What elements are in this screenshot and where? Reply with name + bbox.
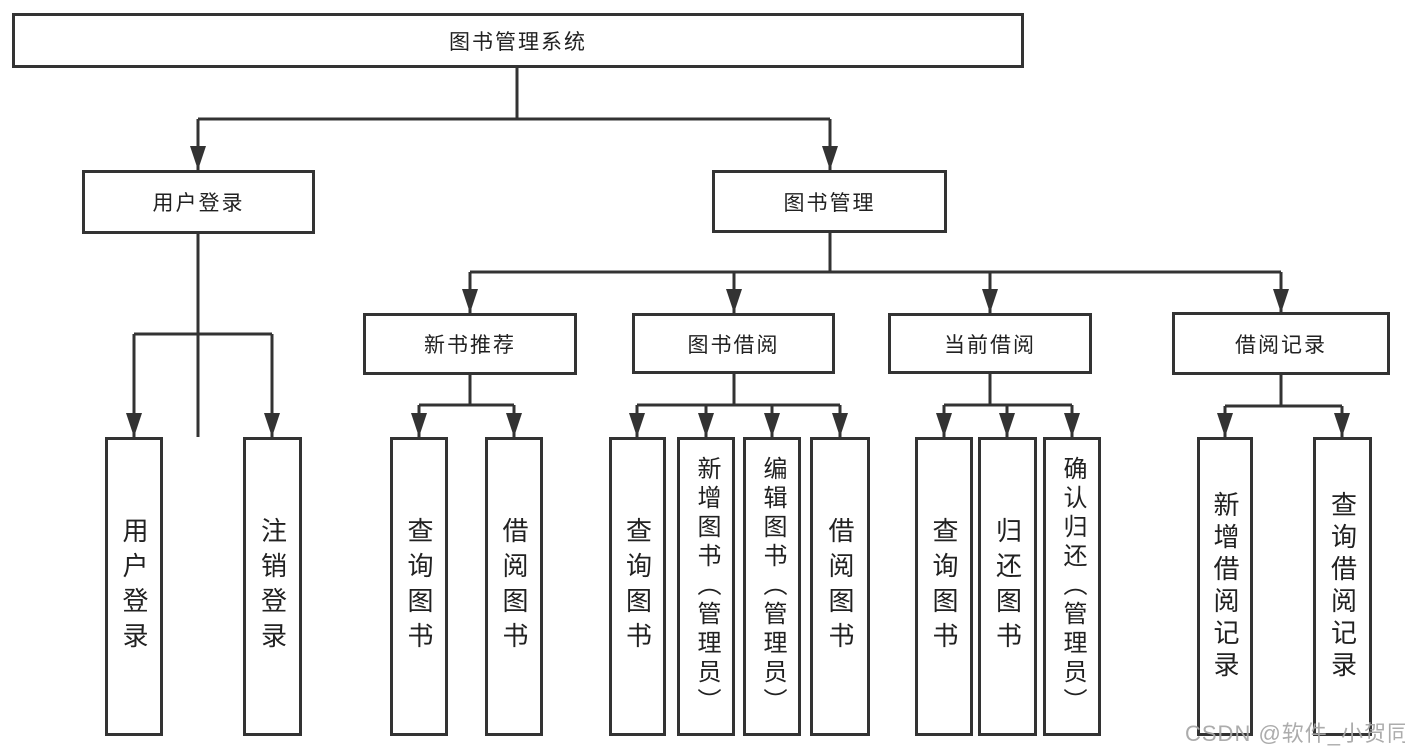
- node-label: 查询图书: [929, 516, 959, 657]
- node-edit-books-admin: 编辑图书（管理员）: [743, 437, 801, 736]
- node-root: 图书管理系统: [12, 13, 1024, 68]
- arrowhead: [506, 413, 522, 437]
- arrowhead: [126, 413, 142, 437]
- node-label: 新增图书（管理员）: [693, 456, 720, 717]
- edge-new-book-recommend-to-children: [411, 375, 522, 437]
- node-borrow-records: 借阅记录: [1172, 312, 1390, 375]
- node-label: 确认归还（管理员）: [1059, 456, 1086, 717]
- node-book-management: 图书管理: [712, 170, 947, 233]
- node-query-books-recommend: 查询图书: [390, 437, 448, 736]
- edge-user-login-to-children: [126, 234, 280, 437]
- watermark: CSDN @软件_小贺同学: [1185, 721, 1405, 746]
- node-query-books-borrow: 查询图书: [609, 437, 666, 736]
- node-borrow-books-recommend: 借阅图书: [485, 437, 543, 736]
- node-add-books-admin: 新增图书（管理员）: [677, 437, 735, 736]
- node-return-books: 归还图书: [978, 437, 1037, 736]
- node-label: 借阅图书: [825, 516, 855, 657]
- arrowhead: [264, 413, 280, 437]
- node-label: 新增借阅记录: [1210, 490, 1240, 683]
- arrowhead: [1273, 289, 1289, 313]
- arrowhead: [462, 289, 478, 313]
- node-label: 编辑图书（管理员）: [759, 456, 786, 717]
- arrowhead: [999, 413, 1015, 437]
- edge-root-to-children: [190, 68, 838, 437]
- arrowhead: [190, 146, 206, 170]
- arrowhead: [822, 146, 838, 170]
- arrowhead: [411, 413, 427, 437]
- node-logout-leaf: 注销登录: [243, 437, 302, 736]
- node-new-book-recommend: 新书推荐: [363, 313, 577, 375]
- arrowhead: [1334, 413, 1350, 437]
- node-add-borrow-record: 新增借阅记录: [1197, 437, 1253, 736]
- node-label: 查询图书: [404, 516, 434, 657]
- node-confirm-return-admin: 确认归还（管理员）: [1043, 437, 1101, 736]
- arrowhead: [629, 413, 645, 437]
- arrowhead: [698, 413, 714, 437]
- node-book-borrow: 图书借阅: [632, 313, 835, 374]
- arrowhead: [1064, 413, 1080, 437]
- node-label: 注销登录: [257, 516, 288, 657]
- arrowhead: [1217, 413, 1233, 437]
- node-label: 归还图书: [992, 516, 1023, 657]
- node-label: 借阅图书: [499, 516, 529, 657]
- node-user-login: 用户登录: [82, 170, 315, 234]
- arrowhead: [726, 289, 742, 313]
- node-label: 用户登录: [119, 516, 149, 657]
- node-query-borrow-record: 查询借阅记录: [1313, 437, 1372, 736]
- node-label: 查询借阅记录: [1327, 490, 1358, 683]
- arrowhead: [936, 413, 952, 437]
- edge-current-borrow-to-children: [936, 374, 1080, 437]
- node-query-books-current: 查询图书: [915, 437, 973, 736]
- node-user-login-leaf: 用户登录: [105, 437, 163, 736]
- node-current-borrow: 当前借阅: [888, 313, 1092, 374]
- edge-book-management-to-children: [462, 233, 1289, 313]
- edge-borrow-records-to-children: [1217, 375, 1350, 437]
- node-label: 查询图书: [622, 516, 653, 657]
- arrowhead: [764, 413, 780, 437]
- edge-book-borrow-to-children: [629, 374, 848, 437]
- arrowhead: [832, 413, 848, 437]
- node-borrow-books-leaf: 借阅图书: [810, 437, 870, 736]
- arrowhead: [982, 289, 998, 313]
